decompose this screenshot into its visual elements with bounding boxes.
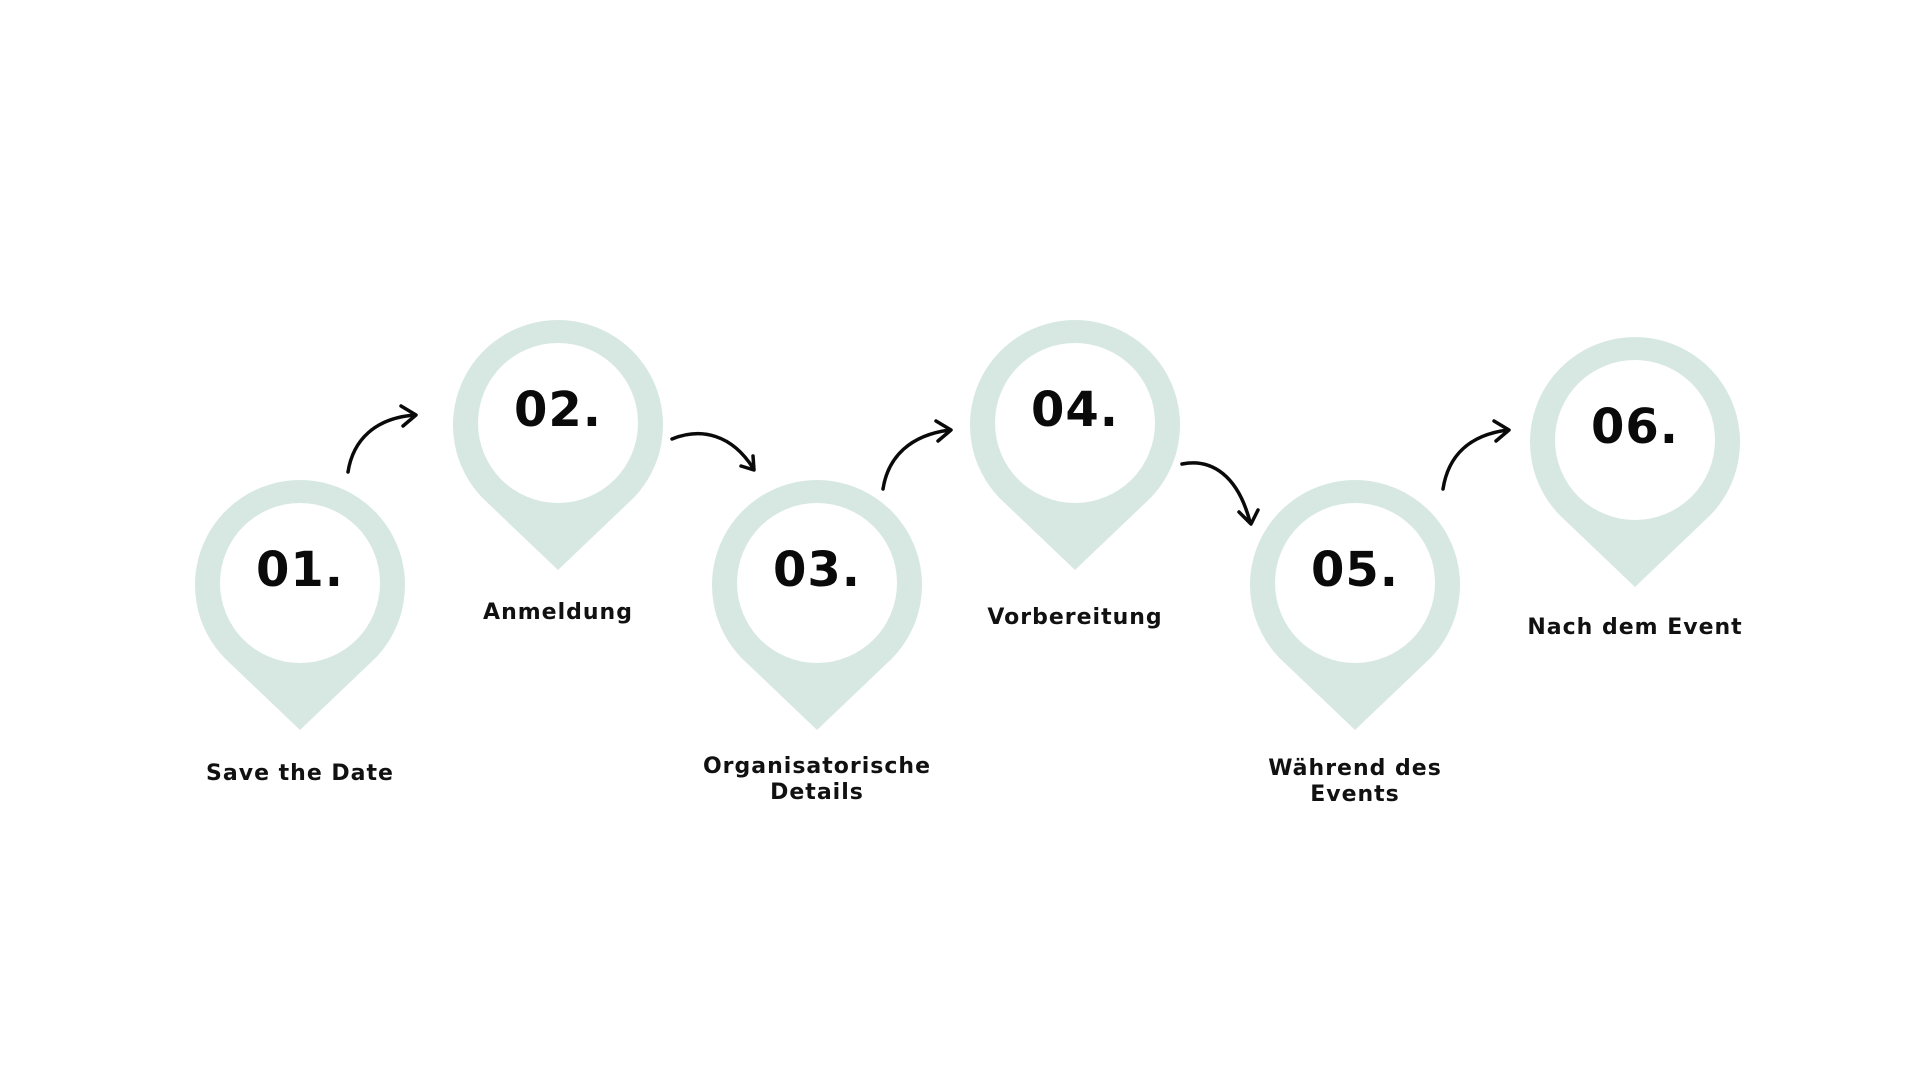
arrow-right-icon bbox=[1441, 419, 1511, 491]
step-4-label: Vorbereitung bbox=[987, 605, 1163, 630]
step-6-label: Nach dem Event bbox=[1527, 615, 1743, 640]
arrow-right-icon bbox=[346, 404, 418, 474]
step-2-pin: 02. bbox=[452, 320, 664, 570]
step-3-number: 03. bbox=[772, 542, 862, 598]
location-pin-icon bbox=[1529, 337, 1741, 587]
step-3-label: Organisatorische Details bbox=[702, 754, 932, 805]
location-pin-icon bbox=[1249, 480, 1461, 730]
step-6-pin: 06. bbox=[1529, 337, 1741, 587]
step-1-pin: 01. bbox=[194, 480, 406, 730]
location-pin-icon bbox=[194, 480, 406, 730]
location-pin-icon bbox=[711, 480, 923, 730]
location-pin-icon bbox=[969, 320, 1181, 570]
step-5-label: Während des Events bbox=[1268, 756, 1442, 807]
step-4-number: 04. bbox=[1030, 382, 1120, 438]
step-1-label: Save the Date bbox=[206, 761, 394, 786]
step-4-pin: 04. bbox=[969, 320, 1181, 570]
arrow-right-icon bbox=[1180, 461, 1260, 526]
step-2-number: 02. bbox=[513, 382, 603, 438]
location-pin-icon bbox=[452, 320, 664, 570]
arrow-right-icon bbox=[670, 431, 756, 472]
step-2-label: Anmeldung bbox=[483, 600, 633, 625]
step-6-number: 06. bbox=[1590, 399, 1680, 455]
step-3-pin: 03. bbox=[711, 480, 923, 730]
arrow-right-icon bbox=[881, 419, 953, 491]
step-1-number: 01. bbox=[255, 542, 345, 598]
step-5-number: 05. bbox=[1310, 542, 1400, 598]
step-5-pin: 05. bbox=[1249, 480, 1461, 730]
